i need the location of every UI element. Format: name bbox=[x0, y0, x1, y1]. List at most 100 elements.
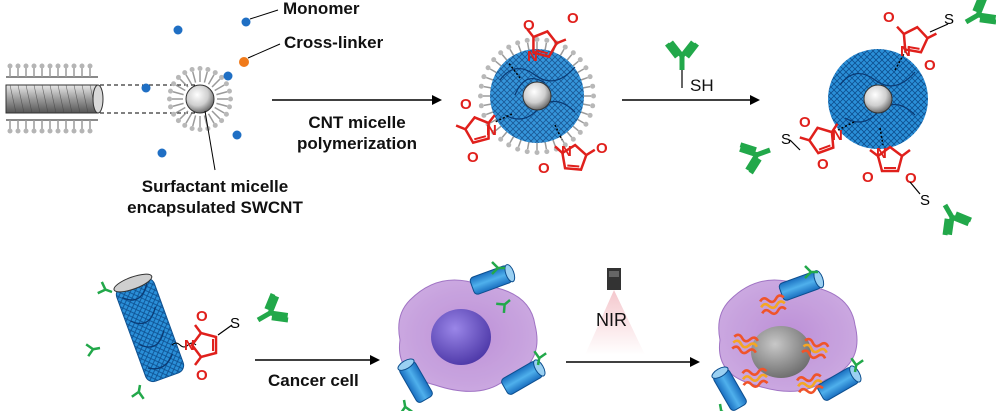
label-cnt-polymerization: CNT micelle polymerization bbox=[282, 112, 432, 154]
surfactant-head bbox=[219, 118, 225, 124]
antibody-icon bbox=[665, 40, 699, 88]
surfactant-tail bbox=[486, 76, 495, 81]
surfactant-tail bbox=[571, 124, 579, 132]
surfactant-tail bbox=[185, 113, 193, 124]
surfactant-head bbox=[506, 142, 512, 148]
surfactant-tail bbox=[576, 68, 585, 74]
flashlight-icon bbox=[585, 268, 645, 355]
surfactant-tail bbox=[483, 103, 492, 107]
surfactant-head bbox=[171, 111, 177, 117]
surfactant-head bbox=[171, 81, 177, 87]
surfactant-head bbox=[189, 125, 195, 131]
surfactant-tail bbox=[185, 74, 193, 85]
svg-text:O: O bbox=[596, 140, 608, 157]
svg-text:N: N bbox=[876, 145, 887, 162]
surfactant-tail bbox=[207, 113, 215, 124]
surfactant-tail bbox=[517, 138, 522, 147]
surfactant-tail bbox=[579, 76, 588, 81]
surfactant-head bbox=[212, 70, 218, 76]
svg-text:O: O bbox=[799, 114, 811, 131]
monomer-dots bbox=[141, 17, 251, 158]
surfactant-head bbox=[570, 136, 576, 142]
surfactant-head bbox=[562, 142, 568, 148]
surfactant-tail bbox=[501, 54, 509, 62]
surfactant-tail bbox=[172, 102, 184, 107]
surfactant-tail bbox=[192, 115, 197, 127]
surfactant-head bbox=[219, 74, 225, 80]
surfactant-head bbox=[485, 65, 491, 71]
cell-nucleus bbox=[431, 309, 491, 365]
svg-text:N: N bbox=[184, 337, 195, 354]
surfactant-tail bbox=[211, 110, 221, 120]
surfactant-head bbox=[228, 96, 233, 102]
svg-text:O: O bbox=[905, 170, 917, 187]
label-nir: NIR bbox=[596, 310, 627, 330]
label-cnt-line1: CNT micelle bbox=[308, 113, 406, 132]
carbon-nanotube-icon bbox=[5, 63, 104, 134]
surfactant-tail bbox=[214, 84, 225, 92]
surfactant-tail bbox=[565, 130, 573, 138]
surfactant-head bbox=[577, 57, 583, 63]
svg-text:N: N bbox=[486, 122, 497, 139]
svg-text:N: N bbox=[561, 143, 572, 160]
surfactant-tail bbox=[489, 118, 498, 124]
surfactant-head bbox=[491, 57, 497, 63]
cross-linker-dot bbox=[239, 57, 249, 67]
surfactant-head bbox=[226, 88, 232, 94]
surfactant-head bbox=[577, 129, 583, 135]
surfactant-head bbox=[590, 83, 596, 89]
surfactant-head bbox=[182, 122, 188, 128]
svg-text:S: S bbox=[230, 315, 240, 332]
svg-text:O: O bbox=[196, 308, 208, 325]
surfactant-head bbox=[478, 83, 484, 89]
surfactant-tail bbox=[526, 42, 530, 51]
surfactant-tail bbox=[544, 42, 548, 51]
label-micelle: Surfactant micelle encapsulated SWCNT bbox=[110, 176, 320, 218]
surfactant-head bbox=[223, 111, 229, 117]
svg-text:O: O bbox=[567, 10, 579, 27]
surfactant-head bbox=[175, 118, 181, 124]
svg-text:O: O bbox=[862, 169, 874, 186]
svg-text:O: O bbox=[817, 156, 829, 173]
surfactant-micelle bbox=[167, 66, 233, 132]
antibody-icon bbox=[256, 293, 289, 323]
label-cancer-cell: Cancer cell bbox=[268, 371, 359, 390]
surfactant-tail bbox=[486, 111, 495, 116]
arrow-conjugation bbox=[622, 95, 760, 105]
surfactant-head bbox=[583, 65, 589, 71]
surfactant-head bbox=[570, 50, 576, 56]
surfactant-head bbox=[481, 112, 487, 118]
surfactant-tail bbox=[579, 111, 588, 116]
surfactant-tail bbox=[214, 106, 225, 114]
surfactant-head bbox=[168, 104, 174, 110]
svg-text:O: O bbox=[523, 17, 535, 34]
antibody-icon bbox=[942, 203, 972, 236]
surfactant-head bbox=[212, 122, 218, 128]
surfactant-head bbox=[167, 96, 172, 102]
surfactant-tail bbox=[216, 91, 228, 96]
svg-text:S: S bbox=[781, 131, 791, 148]
surfactant-tail bbox=[175, 84, 186, 92]
surfactant-tail bbox=[495, 60, 503, 68]
surfactant-head bbox=[562, 44, 568, 50]
surfactant-head bbox=[544, 149, 550, 155]
surfactant-tail bbox=[179, 110, 189, 120]
surfactant-tail bbox=[582, 85, 591, 89]
irradiated-cancer-cell bbox=[709, 264, 865, 411]
svg-text:O: O bbox=[883, 9, 895, 26]
surfactant-tail bbox=[509, 48, 515, 57]
surfactant-head bbox=[168, 88, 174, 94]
svg-text:O: O bbox=[538, 160, 550, 177]
surfactant-tail bbox=[211, 78, 221, 88]
surfactant-head bbox=[205, 67, 211, 73]
svg-text:N: N bbox=[900, 43, 911, 60]
surfactant-head bbox=[515, 146, 521, 152]
label-cross-linker: Cross-linker bbox=[284, 33, 384, 52]
surfactant-head bbox=[197, 127, 203, 132]
surfactant-head bbox=[189, 67, 195, 73]
surfactant-head bbox=[478, 93, 483, 99]
surfactant-head bbox=[587, 112, 593, 118]
surfactant-head bbox=[534, 150, 540, 155]
surfactant-head bbox=[478, 103, 484, 109]
